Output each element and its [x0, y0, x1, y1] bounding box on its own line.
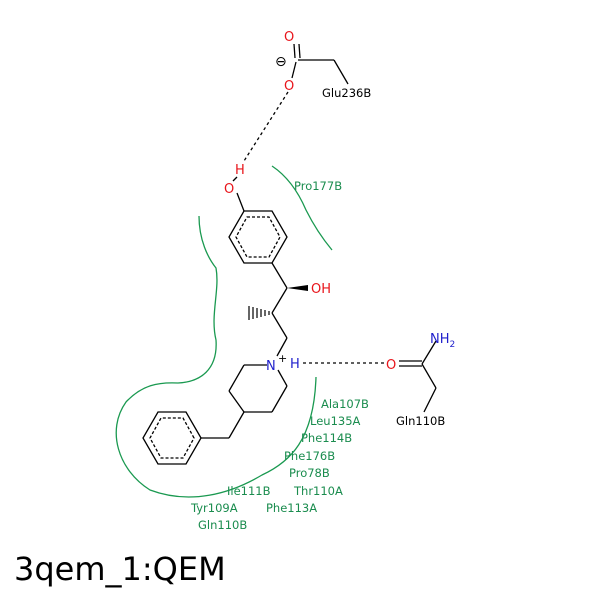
phenol-ring — [228, 210, 288, 264]
contact-arc-pocket — [115, 215, 317, 498]
gln110b-amide: O NH2 Gln110B — [386, 332, 455, 428]
oxygen-atom-top: O — [284, 30, 294, 45]
residue-label-thr110a: Thr110A — [293, 484, 343, 498]
piperidine-ring: N + H — [228, 352, 300, 413]
benzyl-group — [142, 411, 245, 465]
nitrogen-atom: N — [266, 359, 276, 374]
residue-label-gln110b-right: Gln110B — [396, 414, 445, 428]
oxygen-atom-phenol: O — [224, 182, 234, 197]
glu236b-carboxylate: O O ⊖ Glu236B — [275, 30, 371, 100]
hydroxyl-label: OH — [311, 282, 331, 297]
amine-label: NH2 — [430, 332, 455, 350]
residue-label-phe114b: Phe114B — [301, 431, 352, 445]
oxygen-atom-gln: O — [386, 358, 396, 373]
hbond-phenol-glu — [243, 91, 289, 162]
residue-label-phe176b: Phe176B — [284, 449, 335, 463]
residue-label-phe113a: Phe113A — [266, 501, 317, 515]
wedge-bond — [287, 285, 308, 291]
oxygen-atom-glu: O — [284, 79, 294, 94]
hydrogen-atom-phenol: H — [235, 163, 245, 178]
phenol-hydroxyl: H O — [224, 163, 245, 212]
residue-label-pro78b: Pro78B — [289, 466, 330, 480]
residue-label-pro177b: Pro177B — [294, 179, 342, 193]
contact-arc-pro177b — [271, 165, 333, 251]
residue-label-ile111b: Ile111B — [227, 484, 271, 498]
residue-label-leu135a: Leu135A — [310, 414, 361, 428]
residue-label-glu236b: Glu236B — [322, 86, 371, 100]
positive-charge: + — [278, 352, 287, 365]
residue-label-tyr109a: Tyr109A — [190, 501, 238, 515]
negative-charge-icon: ⊖ — [275, 54, 287, 70]
residue-label-gln110b-bottom: Gln110B — [198, 518, 247, 532]
hashed-bond — [248, 306, 270, 320]
chain: OH — [248, 262, 331, 357]
ligand-caption: 3qem_1:QEM — [14, 550, 226, 588]
hydrogen-atom-n: H — [290, 357, 300, 372]
residue-label-ala107b: Ala107B — [321, 397, 369, 411]
